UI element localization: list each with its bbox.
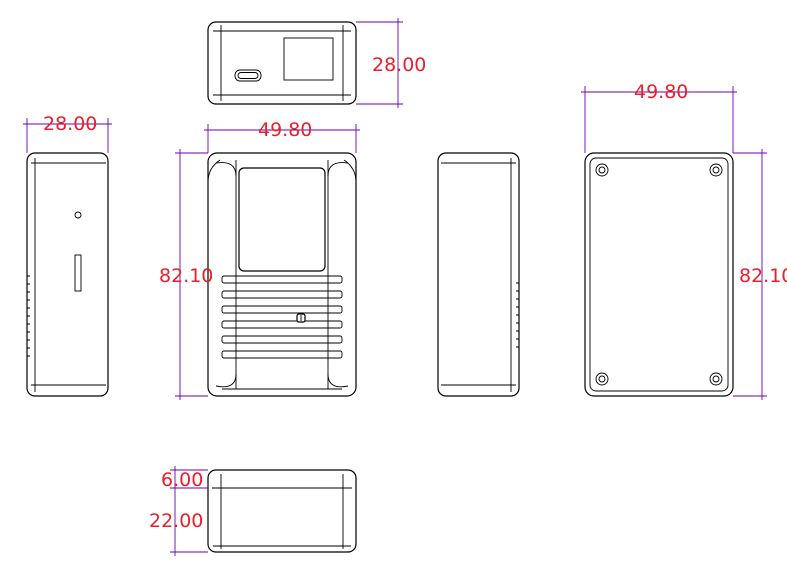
back-view <box>584 152 734 397</box>
dim-label-front-width: 49.80 <box>258 119 312 141</box>
dim-label-front-height: 82.10 <box>159 265 213 287</box>
screw-bottom-left <box>595 372 609 386</box>
dim-front-height: 82.10 <box>159 149 213 400</box>
bottom-view <box>207 469 357 553</box>
front-view <box>207 152 357 397</box>
dim-label-bottom-body: 22.00 <box>149 510 203 532</box>
dim-back-height: 82.10 <box>733 149 787 400</box>
dim-label-back-width: 49.80 <box>634 81 688 103</box>
top-view <box>207 21 357 105</box>
dim-bottom: 6.00 22.00 <box>149 466 208 556</box>
screw-top-left <box>595 163 609 177</box>
dim-label-back-height: 82.10 <box>739 265 787 287</box>
left-side-view <box>26 152 109 397</box>
screw-bottom-right <box>709 372 723 386</box>
screw-top-right <box>709 163 723 177</box>
side-slot <box>74 254 82 292</box>
dim-label-bottom-lip: 6.00 <box>161 469 203 491</box>
dim-front-width: 49.80 <box>204 119 360 153</box>
led-indicator <box>74 211 82 219</box>
dim-label-top-height: 28.00 <box>372 54 426 76</box>
dim-left-width: 28.00 <box>23 113 112 153</box>
display-window <box>283 37 334 81</box>
usb-port <box>234 69 262 82</box>
dim-back-width: 49.80 <box>581 81 737 153</box>
dim-top-height: 28.00 <box>356 18 426 108</box>
dim-label-left-width: 28.00 <box>43 113 97 135</box>
right-side-view <box>437 152 520 397</box>
vent-slots <box>221 275 343 359</box>
front-screen <box>238 167 326 272</box>
